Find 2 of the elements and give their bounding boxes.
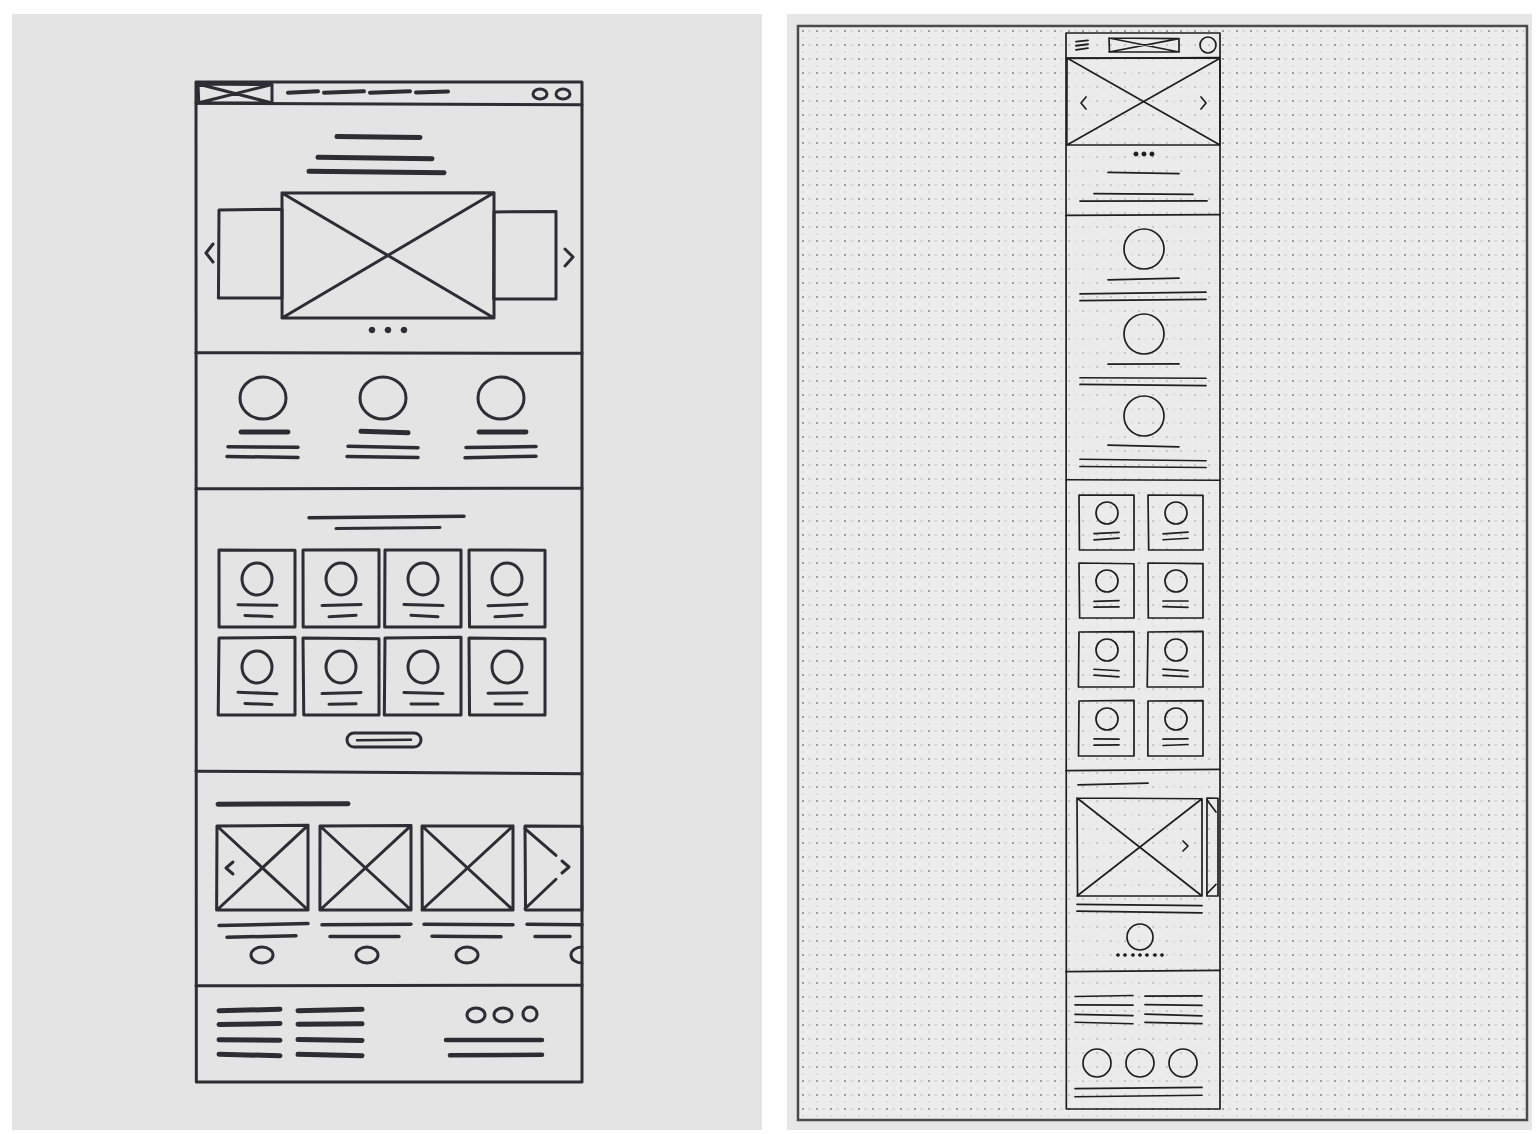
mobile-wireframe-sketch xyxy=(787,14,1532,1130)
desktop-wireframe-sketch xyxy=(12,14,762,1130)
